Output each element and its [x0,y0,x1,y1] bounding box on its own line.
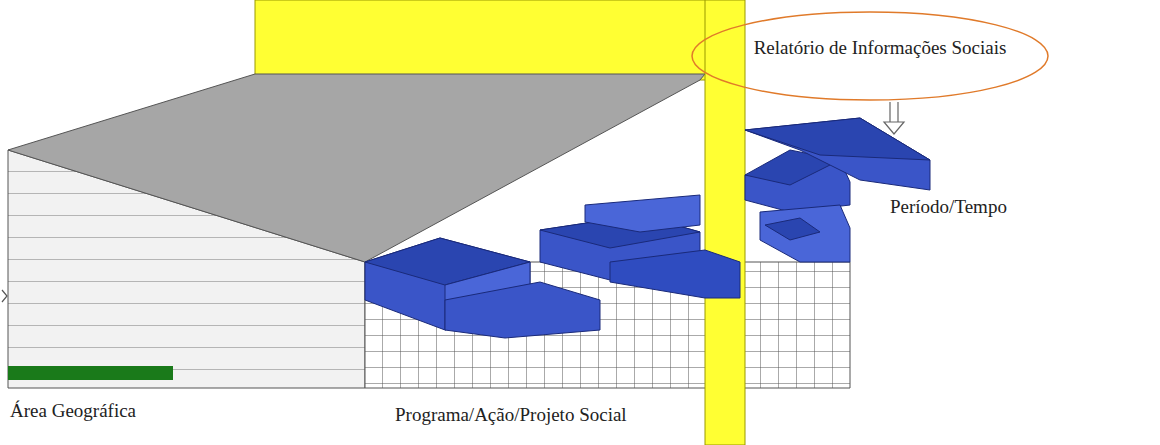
axis-label: Programa/Ação/Projeto Social [395,404,627,426]
callout-text: Relatório de Informações Sociais [754,37,1007,59]
axis-label: Período/Tempo [890,196,1007,218]
axis-label: Área Geográfica [10,400,136,422]
ellipse-callout: Relatório de Informações Sociais [690,10,1050,102]
